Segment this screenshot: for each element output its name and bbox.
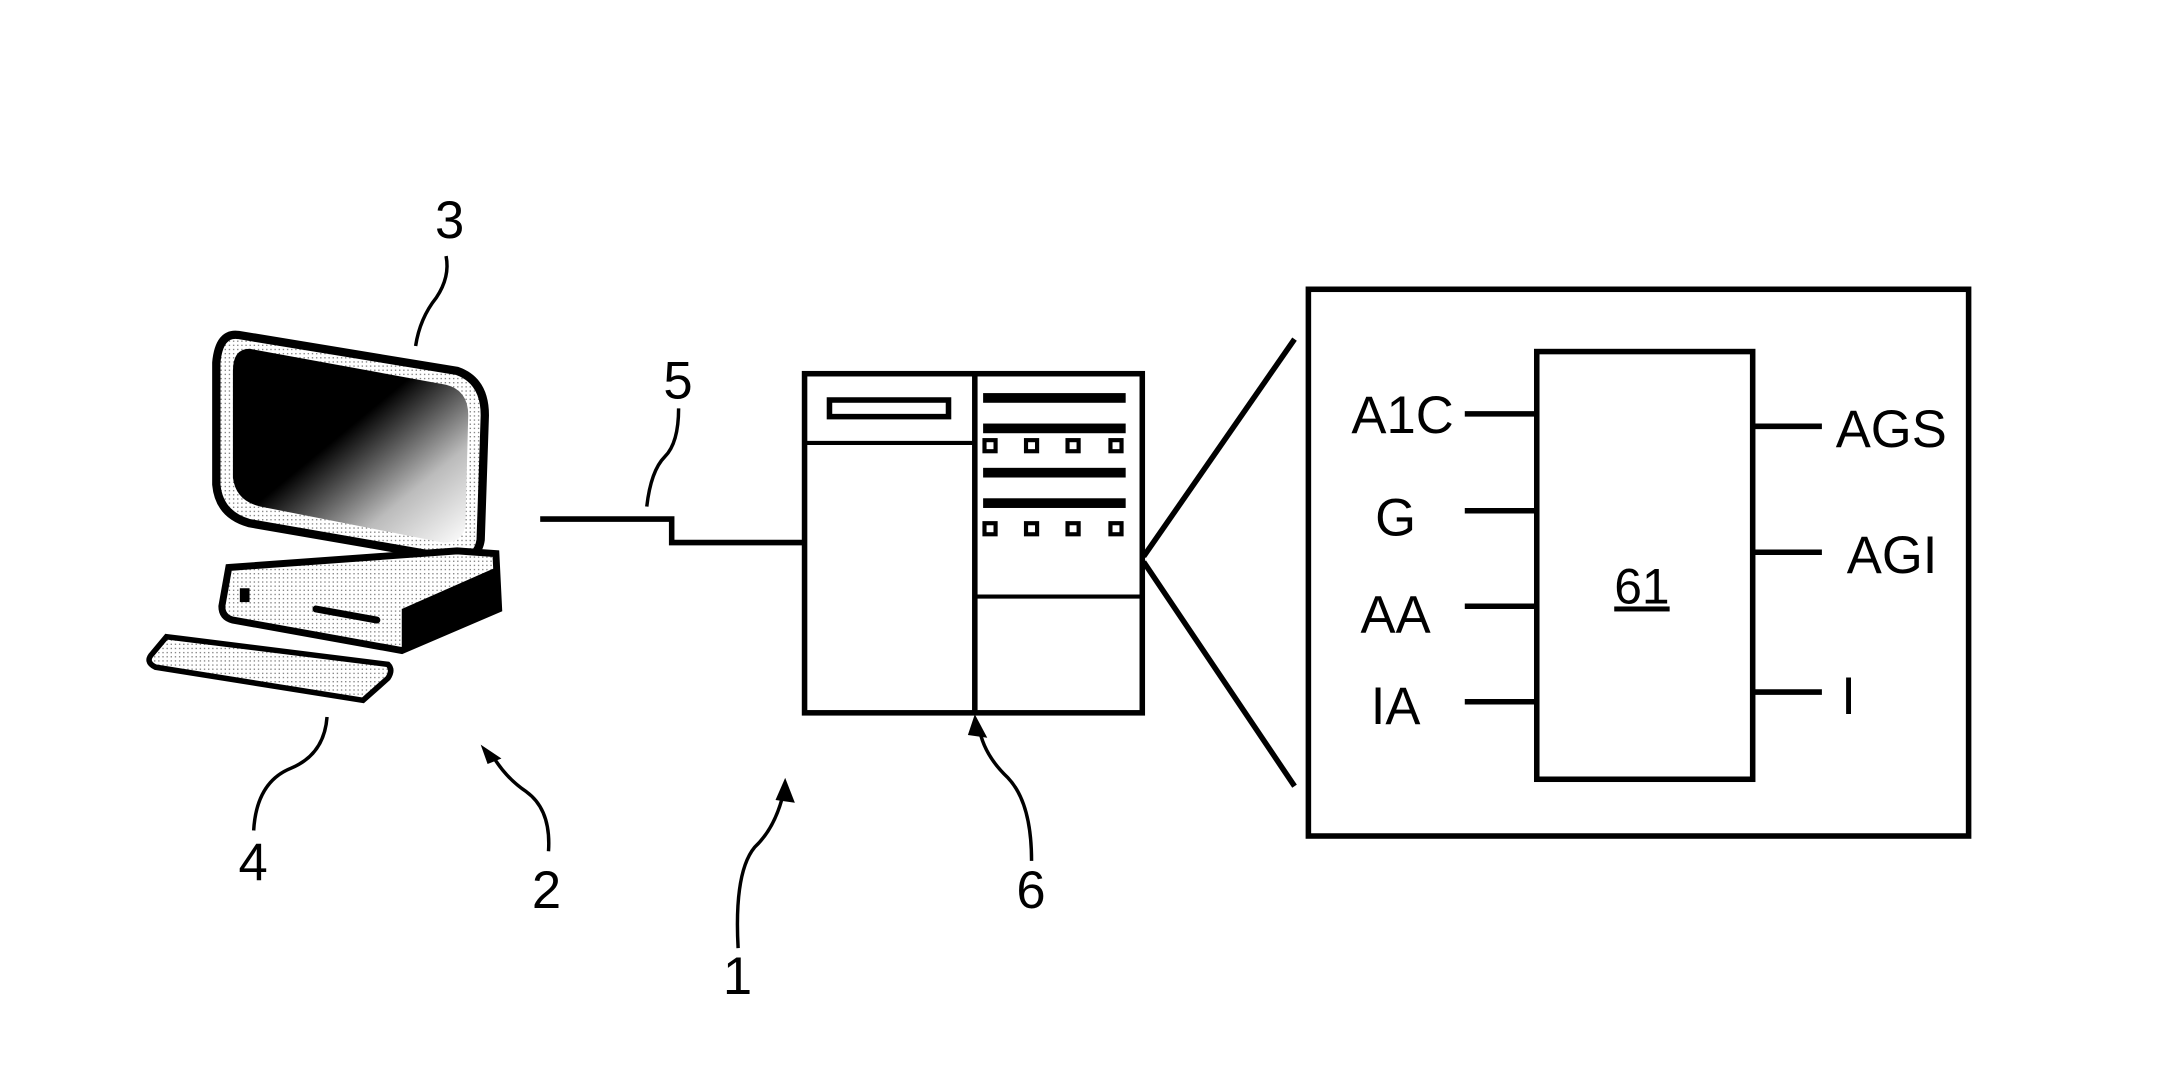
module-outputs: AGS AGI I: [1752, 400, 1947, 726]
ref-monitor: 3: [435, 191, 464, 250]
ref-system: 1: [723, 947, 752, 1006]
module-inputs: A1C G AA IA: [1351, 386, 1537, 736]
module-label: 61: [1614, 558, 1669, 614]
leader-2: [490, 753, 551, 852]
server-ports-row-2: [982, 521, 1124, 537]
leader-1: [735, 791, 786, 949]
output-label-agi: AGI: [1847, 526, 1938, 585]
network-link: [540, 516, 804, 546]
server-ports-row-1: [982, 438, 1124, 454]
input-label-g: G: [1375, 489, 1416, 548]
pc-power-led: [239, 588, 250, 603]
output-label-i: I: [1841, 667, 1856, 726]
leader-6: [977, 726, 1034, 861]
monitor-screen: [232, 348, 469, 543]
ref-server: 6: [1016, 861, 1045, 920]
keyboard-icon: [146, 633, 394, 704]
input-label-ia: IA: [1371, 677, 1421, 736]
arrow-1: [775, 777, 795, 803]
leader-5: [645, 408, 681, 507]
pc-drive-slot: [312, 605, 381, 624]
computer-icon: [146, 330, 503, 704]
ref-client-terminal: 2: [532, 861, 561, 920]
leader-3: [413, 255, 449, 347]
leader-4: [251, 716, 329, 831]
input-label-aa: AA: [1361, 586, 1431, 645]
module-61: [1533, 348, 1756, 783]
ref-network-link: 5: [663, 352, 692, 411]
ref-keyboard: 4: [238, 833, 267, 892]
server-drive-bay: [826, 397, 952, 420]
zoom-line-top: [1141, 337, 1297, 558]
zoom-line-bottom: [1141, 560, 1297, 788]
input-label-a1c: A1C: [1351, 386, 1453, 445]
pc-case-side: [401, 567, 499, 654]
output-label-ags: AGS: [1836, 400, 1947, 459]
arrow-6: [967, 714, 988, 738]
arrow-2: [480, 744, 502, 765]
server-icon: [801, 370, 1146, 716]
